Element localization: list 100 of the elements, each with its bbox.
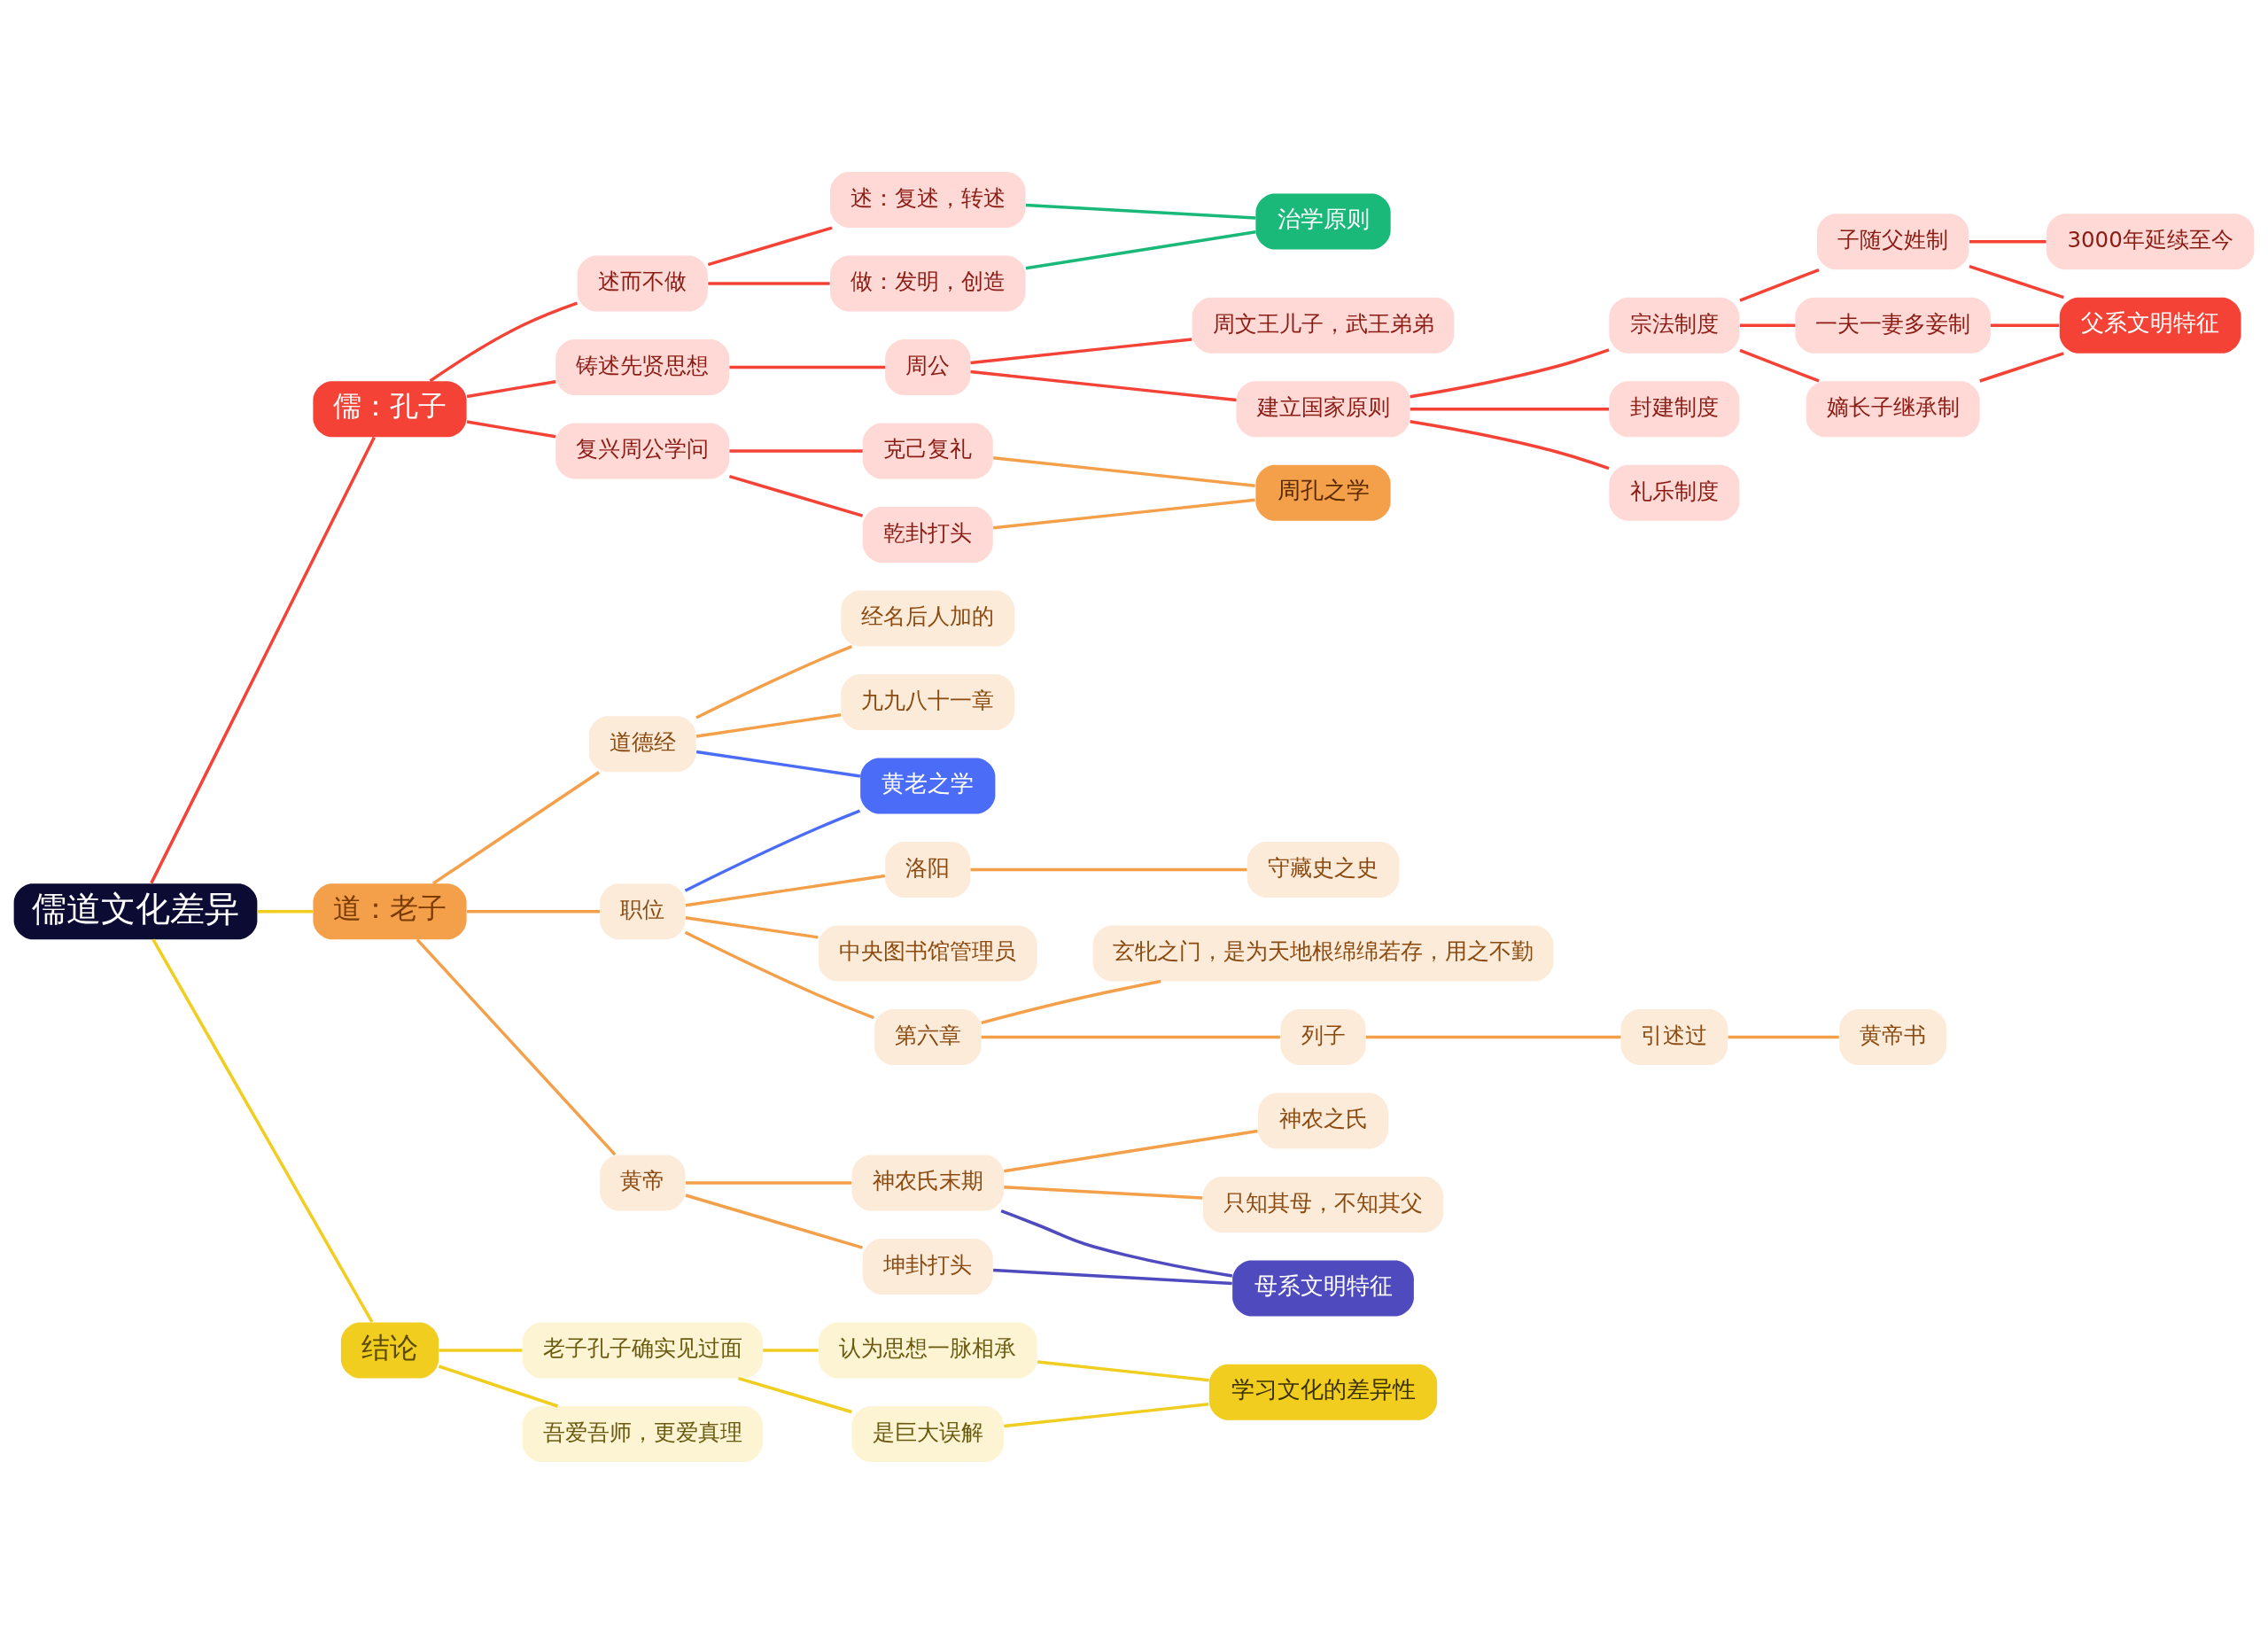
- connector: [466, 379, 556, 398]
- connector: [981, 1035, 1280, 1038]
- node-box: 学习文化的差异性: [1208, 1364, 1438, 1420]
- node-box: 只知其母，不知其父: [1202, 1176, 1444, 1233]
- node-box: 周公: [885, 338, 971, 395]
- connector: [1410, 347, 1610, 398]
- connector: [1739, 323, 1796, 327]
- node-box: 黄老之学: [860, 758, 996, 813]
- connector: [981, 979, 1161, 1024]
- connector: [992, 498, 1255, 530]
- node-box: 一夫一妻多妾制: [1795, 297, 1991, 354]
- node-box: 吾爱吾师，更爱真理: [522, 1405, 763, 1462]
- connector: [1728, 1035, 1839, 1038]
- connector: [686, 1180, 852, 1185]
- node-box: 克己复礼: [862, 423, 993, 478]
- node-box: 九九八十一章: [841, 673, 1015, 730]
- node-box: 玄牝之门，是为天地根绵绵若存，用之不勤: [1092, 925, 1554, 981]
- connector: [416, 937, 617, 1155]
- connector: [429, 300, 578, 382]
- node-box: 子随父姓制: [1816, 213, 1969, 269]
- node-box: 建立国家原则: [1236, 380, 1410, 437]
- node-box: 结论: [340, 1322, 439, 1378]
- node-box: 周文王儿子，武王弟弟: [1192, 297, 1455, 354]
- connector: [1739, 348, 1820, 383]
- connector: [439, 1348, 523, 1352]
- node-box: 道：老子: [313, 883, 467, 939]
- node-box: 列子: [1280, 1008, 1366, 1065]
- connector: [467, 909, 600, 913]
- node-box: 中央图书馆管理员: [818, 925, 1037, 981]
- connector: [729, 448, 863, 453]
- connector: [729, 365, 886, 369]
- node-box: 守藏史之史: [1247, 841, 1400, 898]
- node-box: 引述过: [1620, 1008, 1728, 1065]
- connector: [738, 1376, 852, 1413]
- connector: [1969, 239, 2047, 243]
- node-box: 职位: [600, 883, 686, 939]
- connector: [1969, 264, 2064, 299]
- connector: [466, 419, 556, 439]
- connector: [1000, 1209, 1233, 1278]
- node-box: 是巨大误解: [851, 1405, 1004, 1462]
- connector: [1365, 1035, 1621, 1038]
- node-box: 儒：孔子: [313, 380, 467, 437]
- node-box: 做：发明，创造: [830, 255, 1026, 311]
- connector: [992, 455, 1255, 487]
- connector: [151, 938, 374, 1323]
- connector: [695, 712, 842, 738]
- node-box: 黄帝书: [1839, 1008, 1946, 1065]
- node-box: 老子孔子确实见过面: [522, 1322, 763, 1378]
- node-box: 述而不做: [577, 255, 708, 311]
- connector: [1739, 268, 1820, 302]
- node-box: 洛阳: [885, 841, 971, 898]
- connector: [1990, 323, 2060, 327]
- connector: [438, 1364, 559, 1408]
- connector: [1979, 351, 2064, 383]
- connector: [684, 808, 861, 892]
- connector: [1037, 1359, 1209, 1381]
- connector: [684, 930, 874, 1019]
- node-box: 复兴周公学问: [555, 423, 730, 478]
- connector: [1004, 1129, 1258, 1172]
- node-box: 乾卦打头: [862, 506, 993, 563]
- node-box: 治学原则: [1255, 193, 1391, 249]
- connector: [431, 770, 601, 885]
- connector: [685, 915, 819, 939]
- connector: [1004, 1402, 1209, 1427]
- connector: [993, 1268, 1232, 1285]
- node-box: 认为思想一脉相承: [818, 1322, 1037, 1378]
- connector: [685, 874, 886, 907]
- connector: [707, 225, 833, 266]
- node-box: 宗法制度: [1609, 297, 1740, 354]
- node-box: 封建制度: [1609, 380, 1740, 437]
- node-box: 母系文明特征: [1232, 1260, 1414, 1316]
- node-box: 铸述先贤思想: [555, 338, 730, 395]
- node-box: 经名后人加的: [841, 590, 1015, 646]
- connector: [257, 909, 314, 913]
- node-box: 神农氏末期: [851, 1155, 1004, 1210]
- node-box: 父系文明特征: [2059, 297, 2241, 354]
- connector: [1410, 419, 1610, 470]
- node-box: 神农之氏: [1258, 1093, 1388, 1148]
- connector: [1025, 203, 1256, 220]
- connector: [708, 281, 830, 285]
- connector: [970, 337, 1192, 364]
- node-box: 3000年延续至今: [2046, 213, 2255, 269]
- connector: [695, 750, 861, 778]
- node-box: 第六章: [874, 1008, 982, 1065]
- node-box: 礼乐制度: [1609, 464, 1740, 521]
- node-box: 坤卦打头: [862, 1238, 993, 1295]
- connector: [728, 474, 864, 517]
- connector: [1025, 229, 1256, 269]
- connector: [763, 1348, 819, 1352]
- connector: [1410, 407, 1609, 410]
- connector: [685, 1193, 864, 1249]
- connector: [695, 644, 853, 719]
- connector: [1004, 1185, 1203, 1200]
- node-box: 嫡长子继承制: [1806, 380, 1980, 437]
- node-box: 儒道文化差异: [13, 883, 258, 939]
- connector: [970, 867, 1247, 871]
- connector: [970, 369, 1237, 401]
- node-box: 黄帝: [600, 1155, 686, 1210]
- connector: [150, 436, 376, 883]
- node-box: 周孔之学: [1255, 464, 1391, 521]
